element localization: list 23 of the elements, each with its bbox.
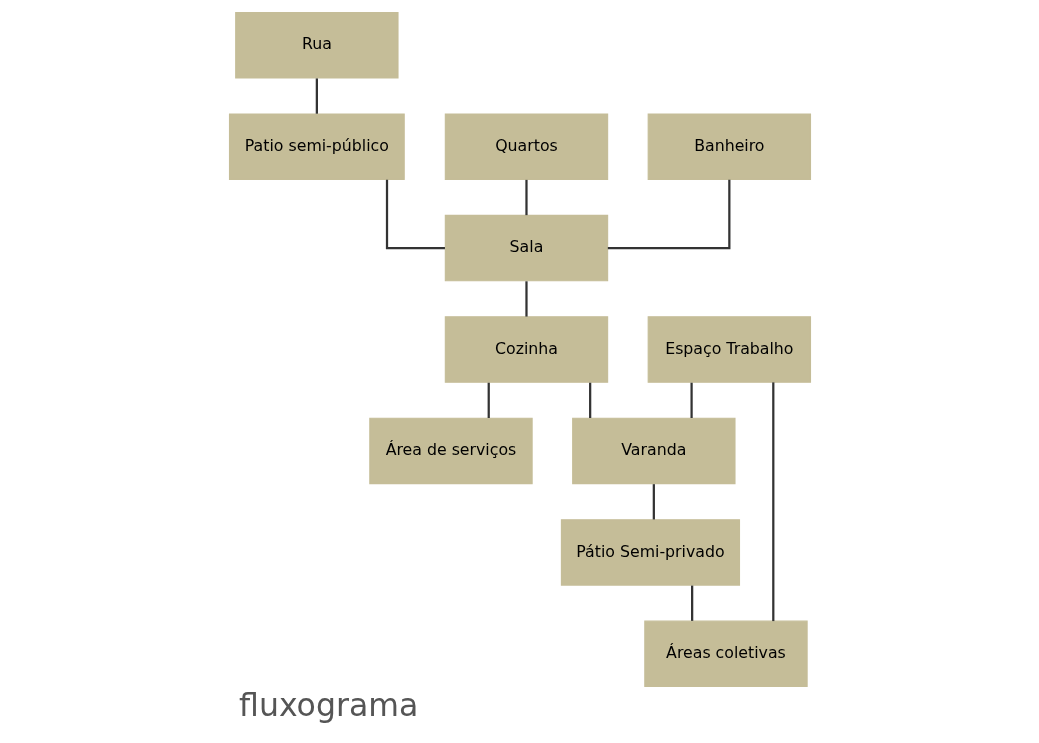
node-box: Patio semi-público [228,113,405,180]
connector [689,382,693,418]
node-box: Pátio Semi-privado [560,519,740,586]
node-box: Rua [234,11,399,79]
connector [524,281,528,317]
connector [524,179,528,216]
connector [385,179,445,250]
node-box: Área de serviços [368,417,533,485]
node-box: Cozinha [444,316,608,383]
connector [315,78,318,114]
connector [690,585,693,621]
connector [487,382,490,418]
node-box: Espaço Trabalho [647,316,811,383]
node-box: Áreas coletivas [643,620,808,688]
diagram-title: fluxograma [238,687,418,724]
node-box: Quartos [444,113,608,180]
connector [771,382,774,622]
node-box: Sala [444,214,608,282]
node-box: Banheiro [647,113,811,180]
connector [607,179,730,250]
node-box: Varanda [571,417,736,485]
connector [588,382,591,418]
connector [652,484,655,520]
